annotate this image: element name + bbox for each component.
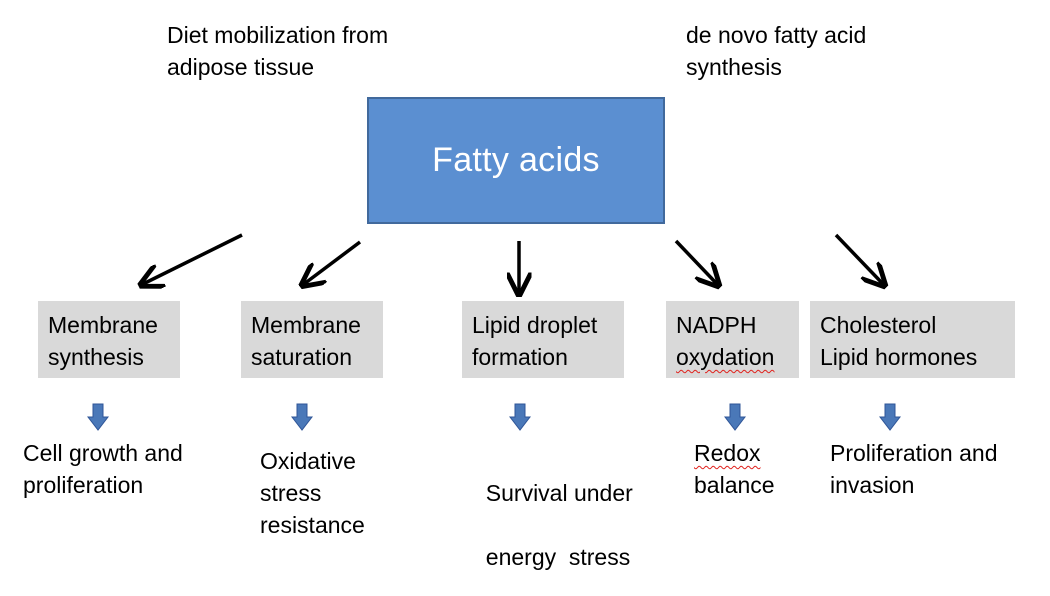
- source-diet-label: Diet mobilization from adipose tissue: [167, 19, 388, 83]
- outcome-line: Proliferation and: [830, 440, 998, 466]
- process-label-line: Cholesterol: [820, 312, 937, 338]
- outcome-redox: Redox balance: [694, 437, 775, 501]
- process-label-line: formation: [472, 344, 568, 370]
- source-diet-line-2: adipose tissue: [167, 54, 315, 80]
- block-arrow-down-1: [87, 403, 109, 431]
- process-label-line: Lipid hormones: [820, 344, 978, 370]
- outcome-oxidative-stress: Oxidative stress resistance: [260, 445, 365, 541]
- process-label-line: NADPH: [676, 312, 757, 338]
- block-arrow-down-4: [724, 403, 746, 431]
- fatty-acids-label: Fatty acids: [432, 141, 600, 179]
- outcome-survival: Survival under energy stress: [473, 445, 633, 573]
- block-arrow-down-5: [879, 403, 901, 431]
- process-label-line: Membrane: [251, 312, 361, 338]
- outcome-proliferation-invasion: Proliferation and invasion: [830, 437, 998, 501]
- block-arrow-down-2: [291, 403, 313, 431]
- outcome-line: resistance: [260, 512, 365, 538]
- fatty-acids-node: Fatty acids: [367, 97, 665, 224]
- outcome-line: stress: [260, 480, 322, 506]
- outcome-line: proliferation: [23, 472, 144, 498]
- outcome-line: energy stress: [485, 544, 631, 570]
- source-denovo-line-1: de novo fatty acid: [686, 22, 867, 48]
- process-label-line: Lipid droplet: [472, 312, 598, 338]
- outcome-line: invasion: [830, 472, 915, 498]
- arrow-to-nadph: [674, 239, 717, 284]
- process-label-line: saturation: [251, 344, 353, 370]
- arrow-to-membrane-synthesis: [143, 233, 243, 284]
- process-box-membrane-synthesis: Membrane synthesis: [38, 301, 180, 378]
- source-denovo-line-2: synthesis: [686, 54, 782, 80]
- process-label-line: Membrane: [48, 312, 158, 338]
- process-box-nadph: NADPH oxydation: [666, 301, 799, 378]
- process-label-line: oxydation: [676, 344, 775, 370]
- source-denovo-label: de novo fatty acid synthesis: [686, 19, 866, 83]
- outcome-line: Survival under: [485, 480, 633, 506]
- arrow-to-cholesterol: [834, 233, 883, 284]
- outcome-line: Cell growth and: [23, 440, 183, 466]
- process-label-line: synthesis: [48, 344, 144, 370]
- outcome-line: Redox: [694, 440, 761, 466]
- arrow-to-membrane-saturation: [304, 240, 362, 284]
- process-box-cholesterol: Cholesterol Lipid hormones: [810, 301, 1015, 378]
- outcome-cell-growth: Cell growth and proliferation: [23, 437, 183, 501]
- process-box-lipid-droplet: Lipid droplet formation: [462, 301, 624, 378]
- outcome-line: Oxidative: [260, 448, 356, 474]
- outcome-line: balance: [694, 472, 775, 498]
- source-diet-line-1: Diet mobilization from: [167, 22, 389, 48]
- process-box-membrane-saturation: Membrane saturation: [241, 301, 383, 378]
- block-arrow-down-3: [509, 403, 531, 431]
